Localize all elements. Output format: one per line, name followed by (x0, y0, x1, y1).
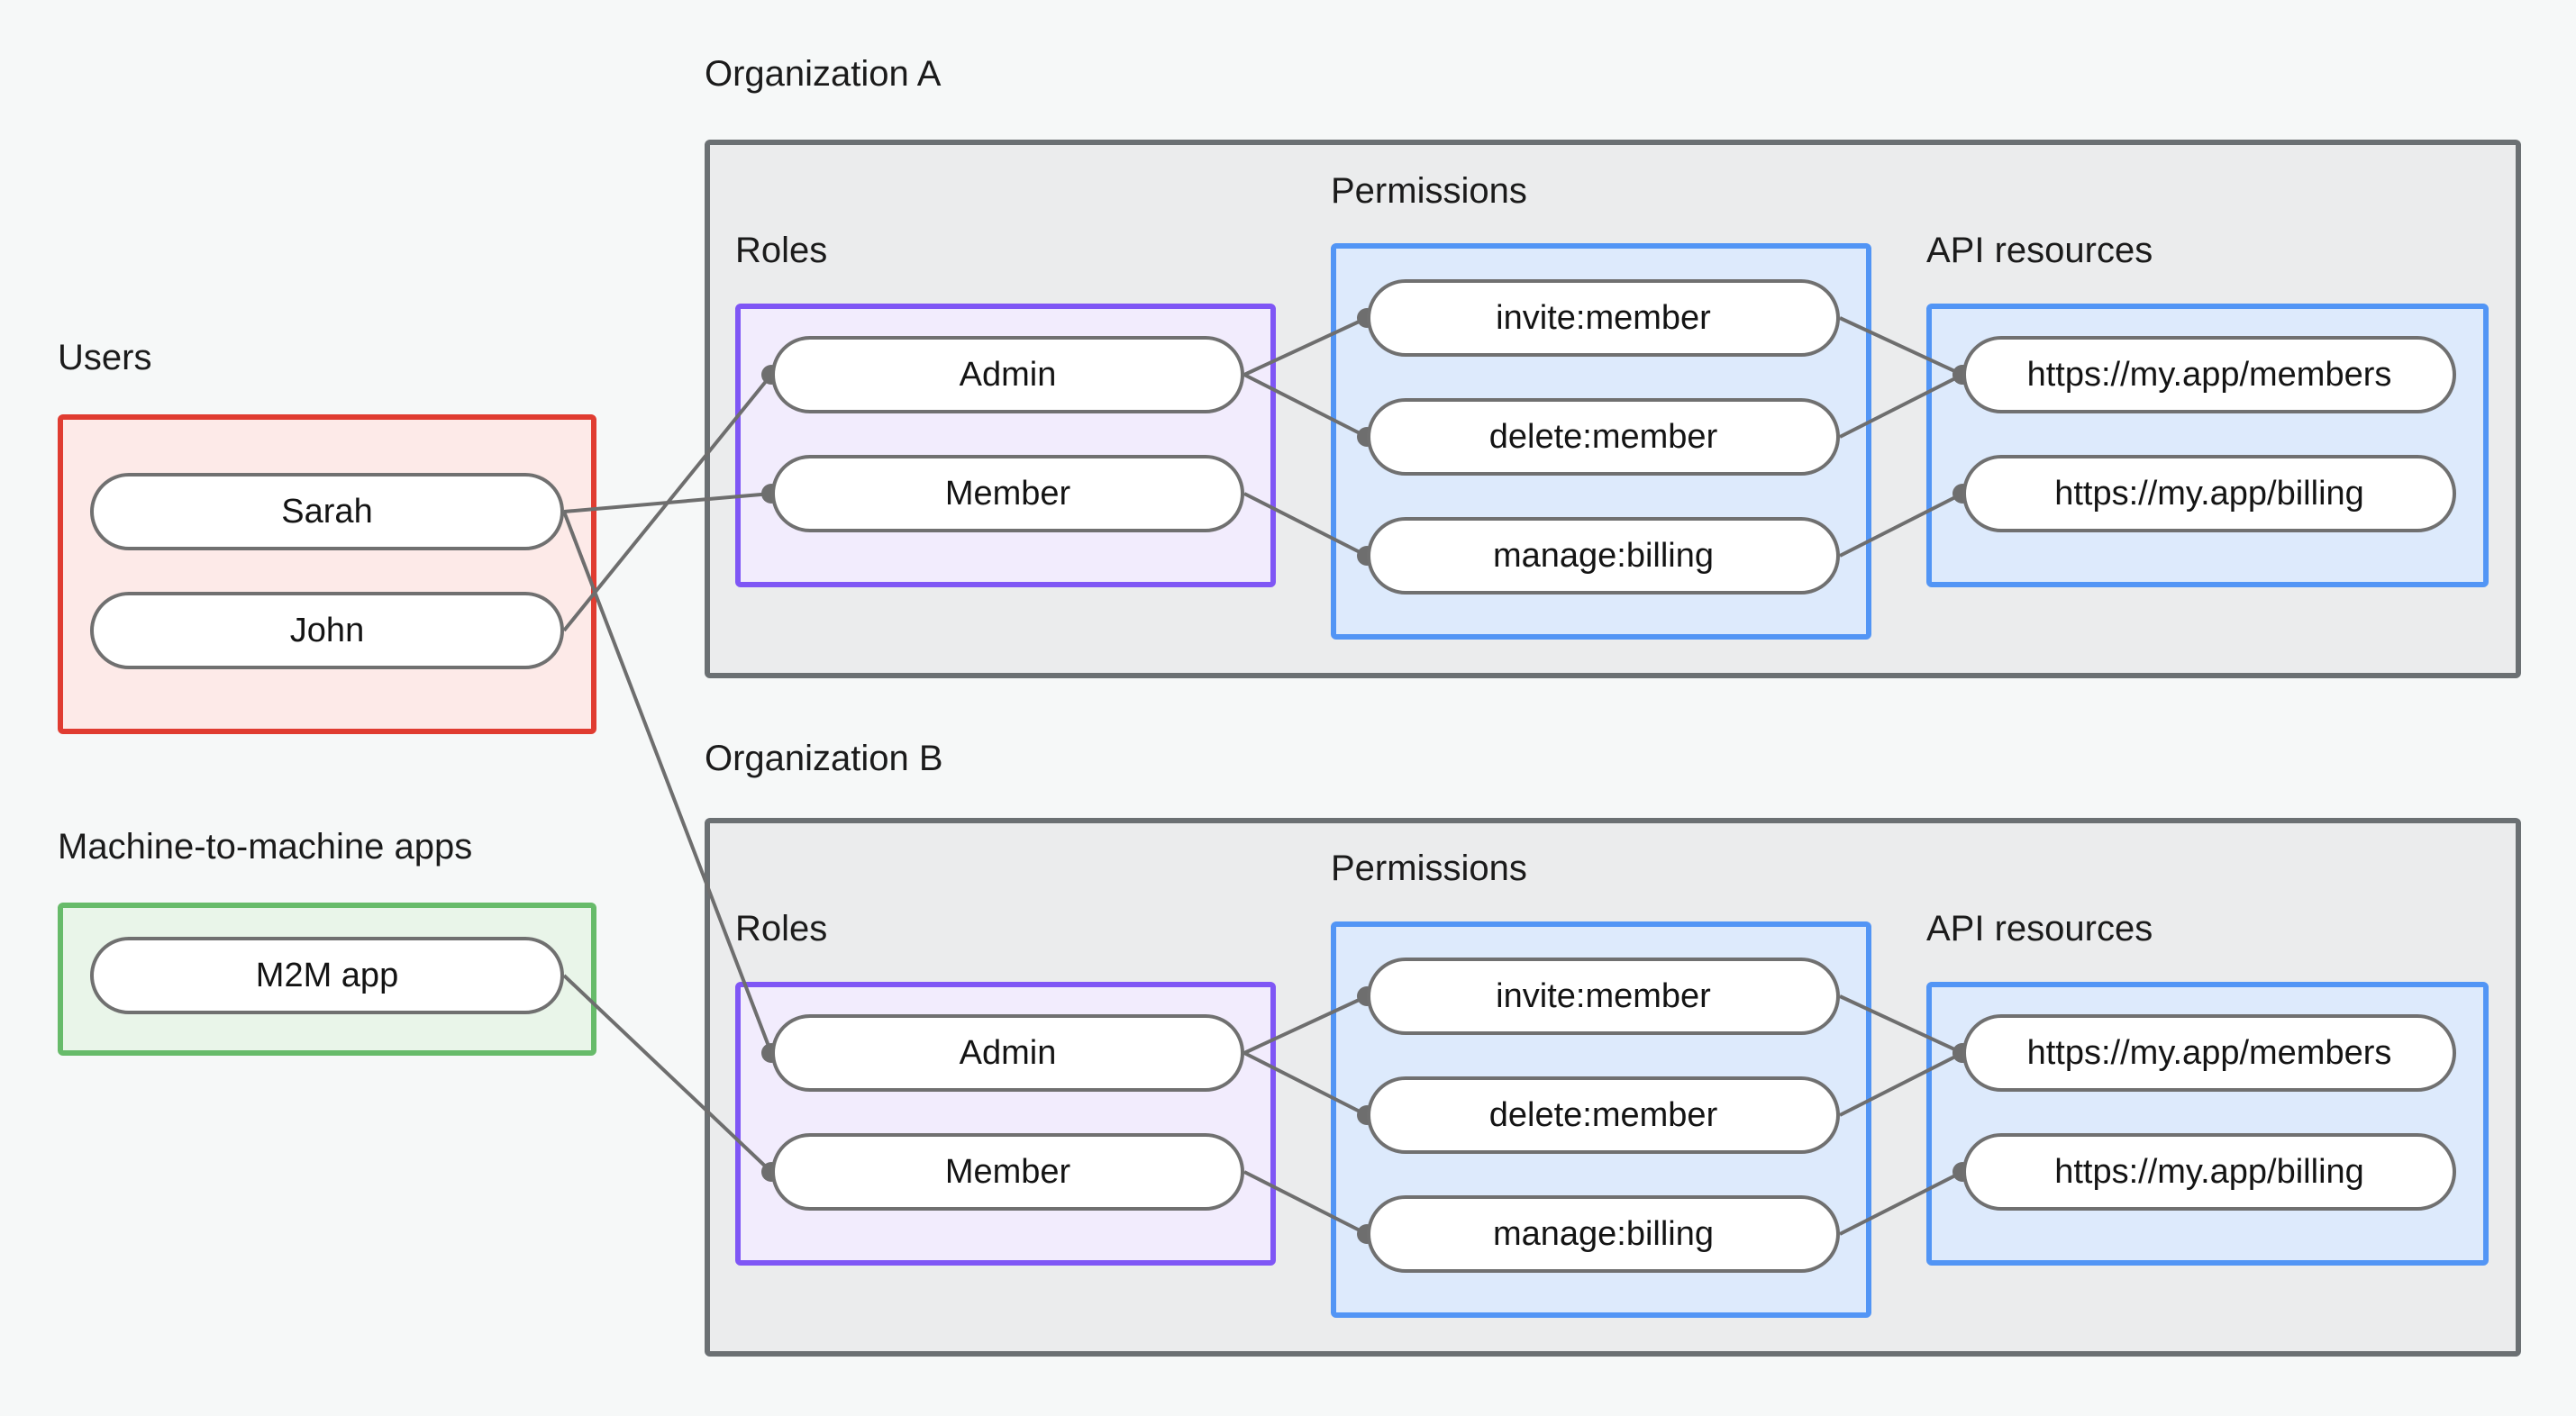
permission-node-b-billing[interactable]: manage:billing (1367, 1195, 1840, 1273)
organization-a-label: Organization A (705, 54, 942, 94)
users-container (58, 414, 596, 734)
permission-node-a-billing[interactable]: manage:billing (1367, 517, 1840, 595)
user-node-john[interactable]: John (90, 592, 564, 669)
api-resource-node-b-billing[interactable]: https://my.app/billing (1962, 1133, 2456, 1211)
permission-node-a-delete[interactable]: delete:member (1367, 398, 1840, 476)
api-resource-node-a-members[interactable]: https://my.app/members (1962, 336, 2456, 413)
user-node-sarah[interactable]: Sarah (90, 473, 564, 550)
role-node-b-member[interactable]: Member (771, 1133, 1244, 1211)
api-resources-b-group-label: API resources (1926, 909, 2153, 949)
api-resources-a-group-label: API resources (1926, 231, 2153, 270)
users-group-label: Users (58, 338, 152, 377)
organization-b-label: Organization B (705, 739, 943, 778)
permission-node-b-invite[interactable]: invite:member (1367, 958, 1840, 1035)
m2m-app-node[interactable]: M2M app (90, 937, 564, 1014)
m2m-apps-group-label: Machine-to-machine apps (58, 827, 473, 867)
role-node-a-member[interactable]: Member (771, 455, 1244, 532)
api-resource-node-a-billing[interactable]: https://my.app/billing (1962, 455, 2456, 532)
roles-a-group-label: Roles (735, 231, 828, 270)
role-node-a-admin[interactable]: Admin (771, 336, 1244, 413)
role-node-b-admin[interactable]: Admin (771, 1014, 1244, 1092)
permissions-a-group-label: Permissions (1331, 171, 1527, 211)
permissions-b-group-label: Permissions (1331, 849, 1527, 888)
permission-node-b-delete[interactable]: delete:member (1367, 1076, 1840, 1154)
roles-b-group-label: Roles (735, 909, 828, 949)
api-resource-node-b-members[interactable]: https://my.app/members (1962, 1014, 2456, 1092)
permission-node-a-invite[interactable]: invite:member (1367, 279, 1840, 357)
